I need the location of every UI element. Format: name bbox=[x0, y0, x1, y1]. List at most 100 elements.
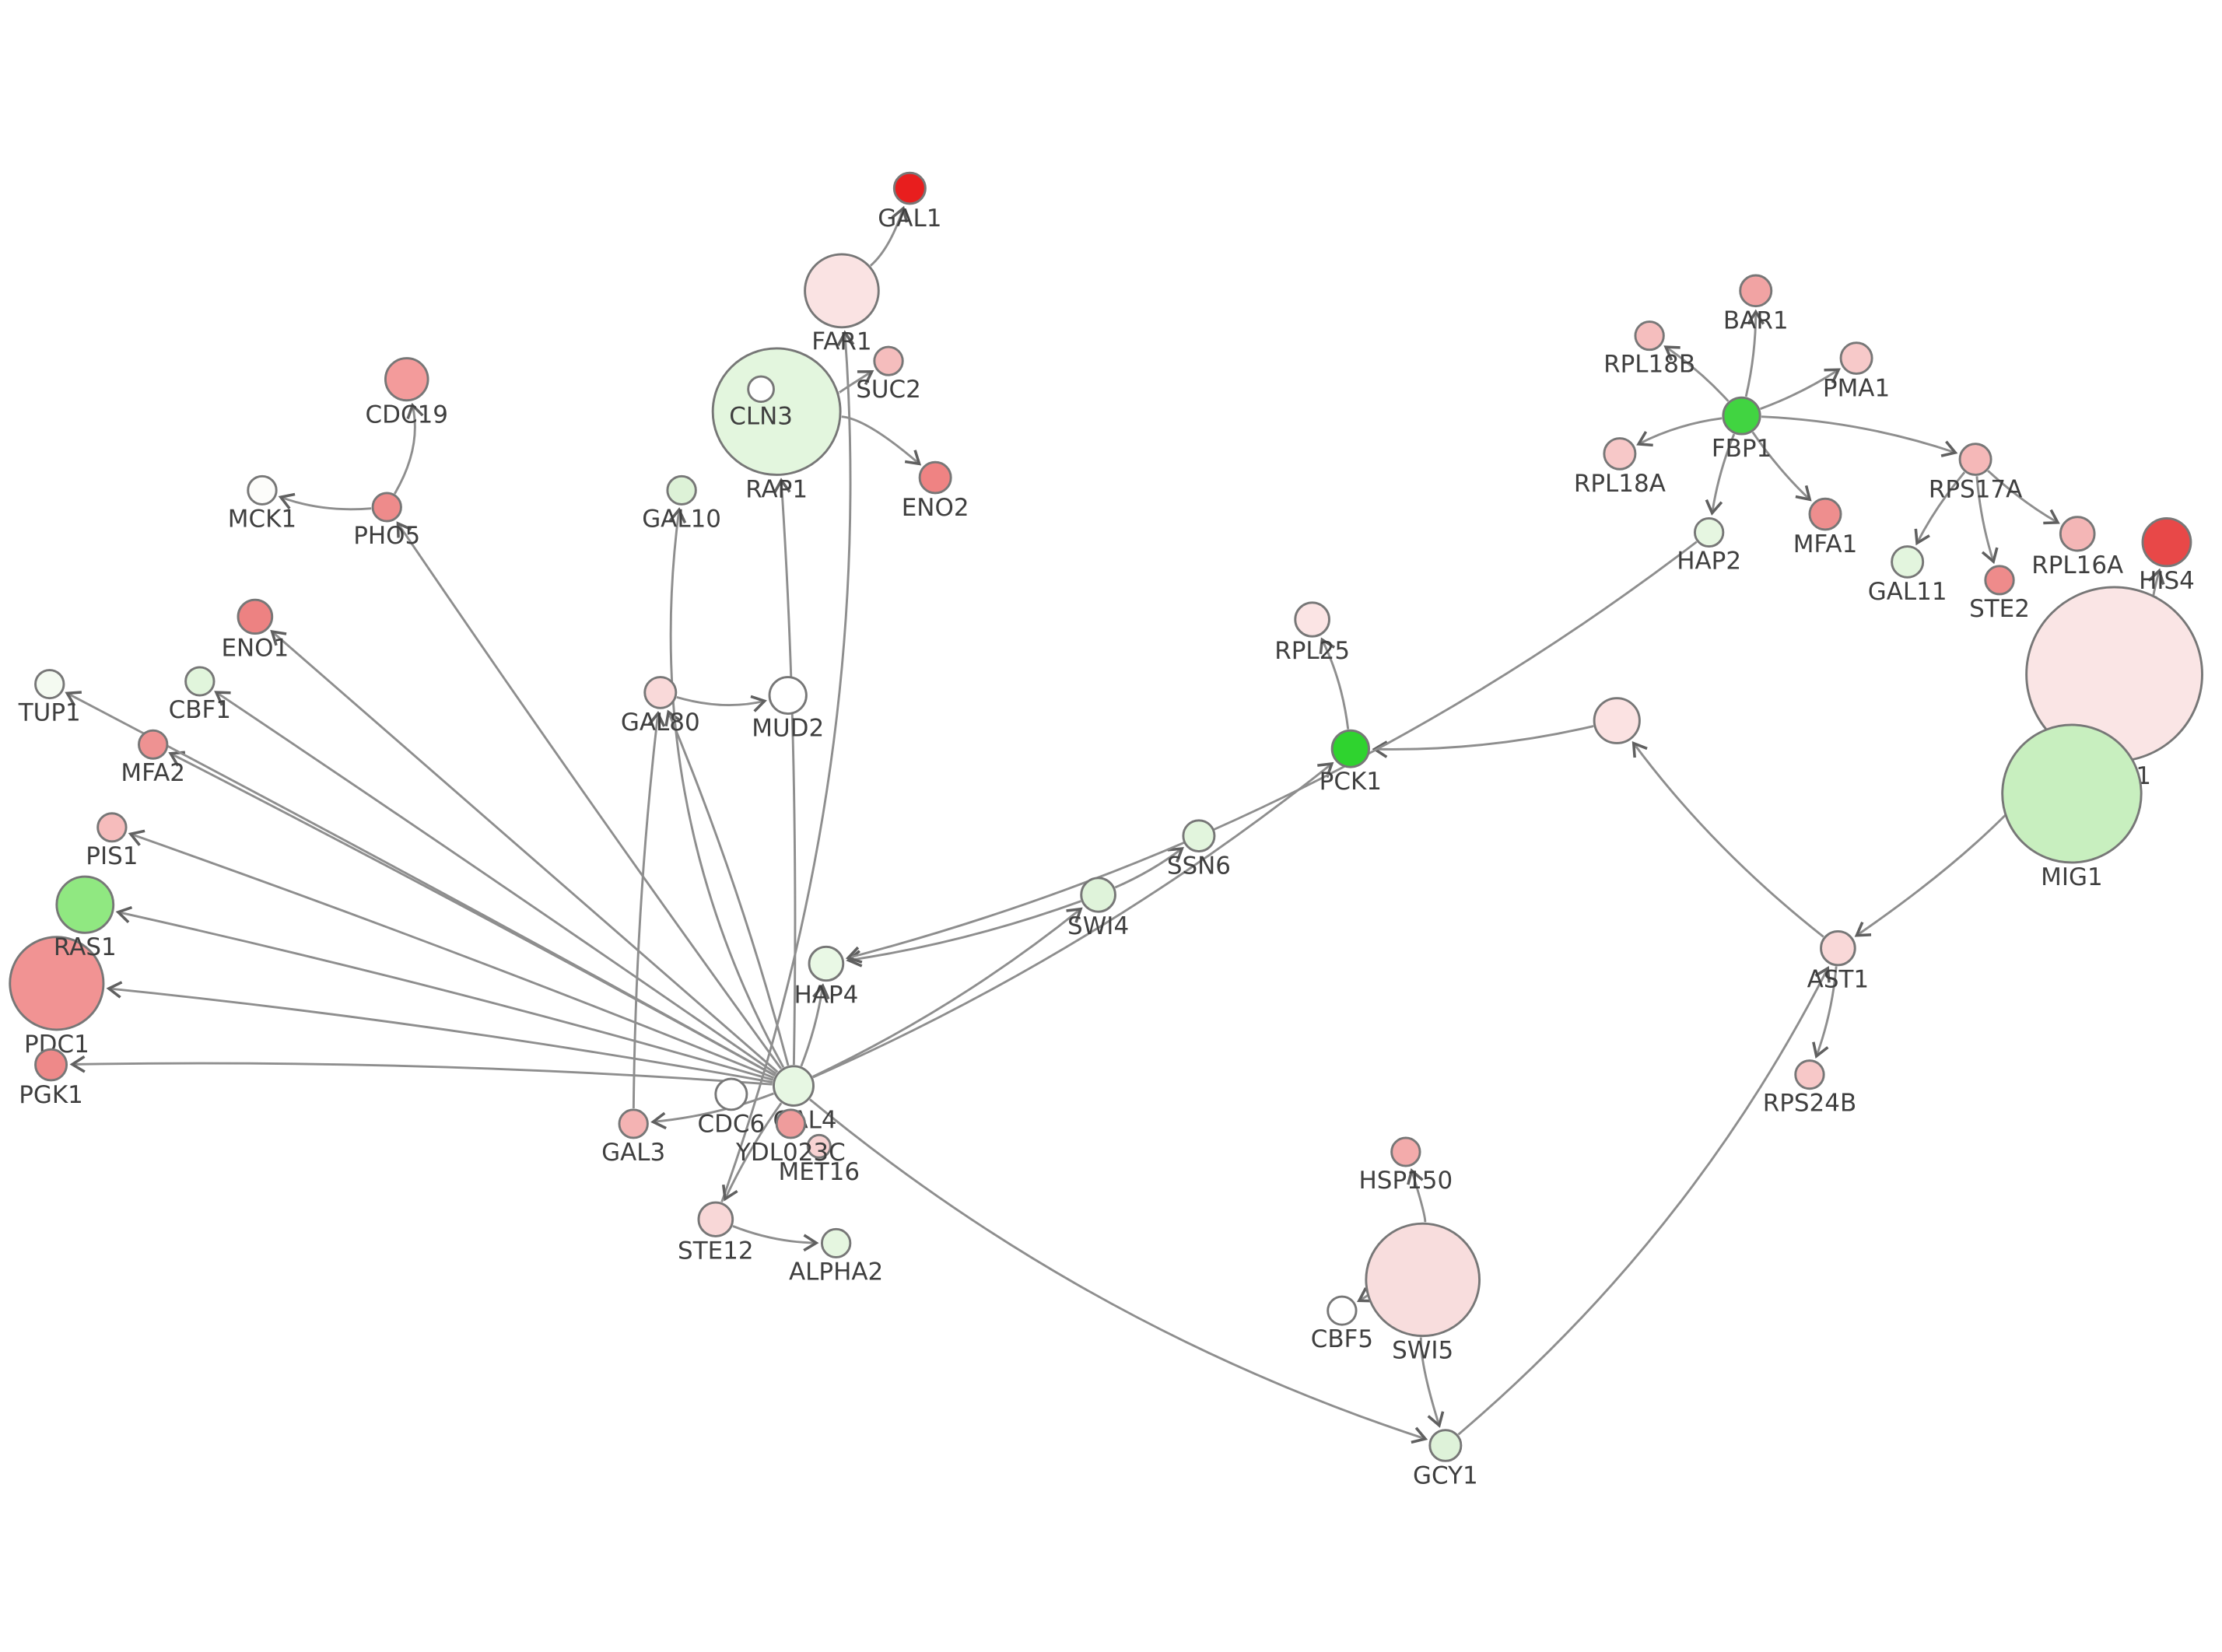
edge-FBP1-PMA1[interactable] bbox=[1759, 368, 1841, 411]
node-MCK1[interactable] bbox=[247, 474, 278, 506]
node-GAL3[interactable] bbox=[618, 1108, 649, 1139]
node-ENO2[interactable] bbox=[918, 460, 952, 495]
node-AST1[interactable] bbox=[1820, 930, 1856, 967]
edge-GAL4-CBF1[interactable] bbox=[214, 691, 777, 1075]
edge-GCY1-AST1[interactable] bbox=[1457, 965, 1831, 1436]
edge-GAL4-PCK1[interactable] bbox=[812, 761, 1334, 1079]
node-GAL4[interactable] bbox=[773, 1065, 815, 1107]
edge-GAL4-ENO1[interactable] bbox=[270, 629, 779, 1073]
node-STE12[interactable] bbox=[697, 1201, 734, 1237]
node-RPL16A[interactable] bbox=[2059, 516, 2096, 552]
node-HSP150[interactable] bbox=[1390, 1136, 1421, 1167]
node-SUC2[interactable] bbox=[873, 345, 904, 376]
edge-GAL4-TUP1[interactable] bbox=[65, 691, 776, 1077]
node-PMA1[interactable] bbox=[1839, 341, 1873, 375]
node-SWI5[interactable] bbox=[1365, 1222, 1481, 1338]
edge-GAL4-RAS1[interactable] bbox=[115, 905, 774, 1081]
node-CDC19[interactable] bbox=[384, 357, 429, 402]
node-STE2[interactable] bbox=[1984, 565, 2015, 596]
node-RAS1[interactable] bbox=[55, 875, 115, 934]
edge-GAL4-GAL80[interactable] bbox=[664, 709, 790, 1066]
node-HAP2[interactable] bbox=[1693, 517, 1725, 548]
edge-PHO5-MCK1[interactable] bbox=[278, 492, 372, 511]
edge-RAP1-SUC2[interactable] bbox=[837, 369, 874, 394]
edge-STE12-FAR1[interactable] bbox=[720, 330, 855, 1202]
edge-GAL80-MUD2[interactable] bbox=[676, 695, 767, 712]
edge-GAL4-PDC1[interactable] bbox=[106, 981, 773, 1083]
edge-GAL4-PGK1[interactable] bbox=[69, 1055, 773, 1086]
edge-RPS17A-GAL11[interactable] bbox=[1914, 471, 1966, 546]
edge-GAL4-RAP1[interactable] bbox=[773, 478, 797, 1066]
edge-FBP1-RPL18A[interactable] bbox=[1636, 417, 1723, 447]
edge-FAR1-GAL1[interactable] bbox=[869, 205, 909, 267]
edge-GAL4-PIS1[interactable] bbox=[128, 829, 775, 1080]
node-MET16[interactable] bbox=[806, 1133, 832, 1159]
node-MFA1[interactable] bbox=[1808, 497, 1842, 531]
edge-HAP2-HAP4[interactable] bbox=[845, 541, 1698, 964]
node-BAR1[interactable] bbox=[1739, 274, 1773, 308]
edge-UNNAMED1-PCK1[interactable] bbox=[1372, 725, 1594, 758]
edge-RPS17A-RPL16A[interactable] bbox=[1987, 470, 2060, 525]
node-CBF1[interactable] bbox=[184, 666, 216, 697]
node-TUP1[interactable] bbox=[34, 669, 65, 700]
node-HAP4[interactable] bbox=[808, 945, 845, 982]
edge-GAL4-MFA2[interactable] bbox=[168, 751, 776, 1077]
edge-FBP1-RPS17A[interactable] bbox=[1761, 415, 1958, 457]
edge-GAL4-STE12[interactable] bbox=[721, 1102, 783, 1202]
edge-RAP1-ENO2[interactable] bbox=[841, 415, 922, 466]
edge-RPS17A-STE2[interactable] bbox=[1975, 476, 1999, 565]
edge-GAL4-GAL3[interactable] bbox=[650, 1092, 775, 1130]
node-MIG1[interactable] bbox=[2001, 723, 2143, 864]
node-FAR1[interactable] bbox=[804, 253, 880, 329]
edge-FBP1-BAR1[interactable] bbox=[1744, 309, 1765, 397]
node-PIS1[interactable] bbox=[96, 812, 128, 843]
node-GAL1[interactable] bbox=[892, 171, 927, 205]
node-RAP1[interactable] bbox=[711, 347, 842, 476]
node-RPL18B[interactable] bbox=[1634, 320, 1665, 352]
node-PHO5[interactable] bbox=[371, 492, 402, 523]
edge-GAL4-GCY1[interactable] bbox=[809, 1098, 1428, 1444]
edge-SWI4-SSN6[interactable] bbox=[1114, 847, 1184, 889]
node-PGK1[interactable] bbox=[34, 1048, 68, 1082]
node-MUD2[interactable] bbox=[768, 676, 808, 715]
edge-FBP1-RPL18B[interactable] bbox=[1663, 345, 1730, 402]
node-GCY1[interactable] bbox=[1428, 1429, 1463, 1462]
edge-SWI5-HSP150[interactable] bbox=[1407, 1168, 1427, 1223]
node-RPL25[interactable] bbox=[1294, 601, 1330, 638]
edge-FBP1-MFA1[interactable] bbox=[1751, 431, 1812, 502]
node-RPL18A[interactable] bbox=[1603, 437, 1637, 471]
edge-STE12-ALPHA2[interactable] bbox=[732, 1225, 819, 1252]
node-ENO1[interactable] bbox=[237, 598, 274, 635]
edge-GAL4-PHO5[interactable] bbox=[396, 521, 783, 1069]
node-SSN6[interactable] bbox=[1182, 819, 1216, 852]
node-GAL11[interactable] bbox=[1891, 545, 1925, 579]
node-CLN3[interactable] bbox=[747, 375, 775, 403]
node-HIS4[interactable] bbox=[2141, 517, 2192, 568]
edge-GAL4-GAL10[interactable] bbox=[668, 507, 785, 1068]
edge-GAL3-GAL80[interactable] bbox=[632, 711, 666, 1109]
edge-GAL4-HAP4[interactable] bbox=[800, 983, 830, 1067]
node-unlabeled[interactable] bbox=[1593, 697, 1641, 744]
edge-PHO5-CDC19[interactable] bbox=[394, 402, 424, 495]
edge-FBP1-HAP2[interactable] bbox=[1705, 433, 1736, 516]
node-SWI4[interactable] bbox=[1080, 877, 1116, 913]
node-PDC1[interactable] bbox=[9, 936, 105, 1031]
node-label-SUC2: SUC2 bbox=[856, 376, 921, 404]
node-ALPHA2[interactable] bbox=[820, 1227, 852, 1258]
node-RPS24B[interactable] bbox=[1794, 1059, 1825, 1090]
node-PCK1[interactable] bbox=[1330, 729, 1370, 768]
node-CBF5[interactable] bbox=[1327, 1295, 1358, 1326]
node-CDC6[interactable] bbox=[714, 1077, 748, 1111]
node-MFA2[interactable] bbox=[138, 729, 169, 760]
edge-AST1-RPS24B[interactable] bbox=[1812, 966, 1838, 1059]
node-FBP1[interactable] bbox=[1722, 396, 1761, 436]
node-GAL80[interactable] bbox=[643, 676, 678, 709]
edge-GAL4-SWI4[interactable] bbox=[811, 907, 1083, 1078]
node-RPS17A[interactable] bbox=[1958, 443, 1992, 476]
node-GAL10[interactable] bbox=[666, 474, 697, 506]
edge-AST1-UNNAMED1[interactable] bbox=[1631, 740, 1824, 938]
edge-SWI4-HAP4[interactable] bbox=[846, 900, 1081, 968]
edge-SWI5-GCY1[interactable] bbox=[1419, 1337, 1445, 1428]
edge-PCK1-RPL25[interactable] bbox=[1319, 637, 1350, 730]
node-YDL023C[interactable] bbox=[775, 1108, 807, 1139]
